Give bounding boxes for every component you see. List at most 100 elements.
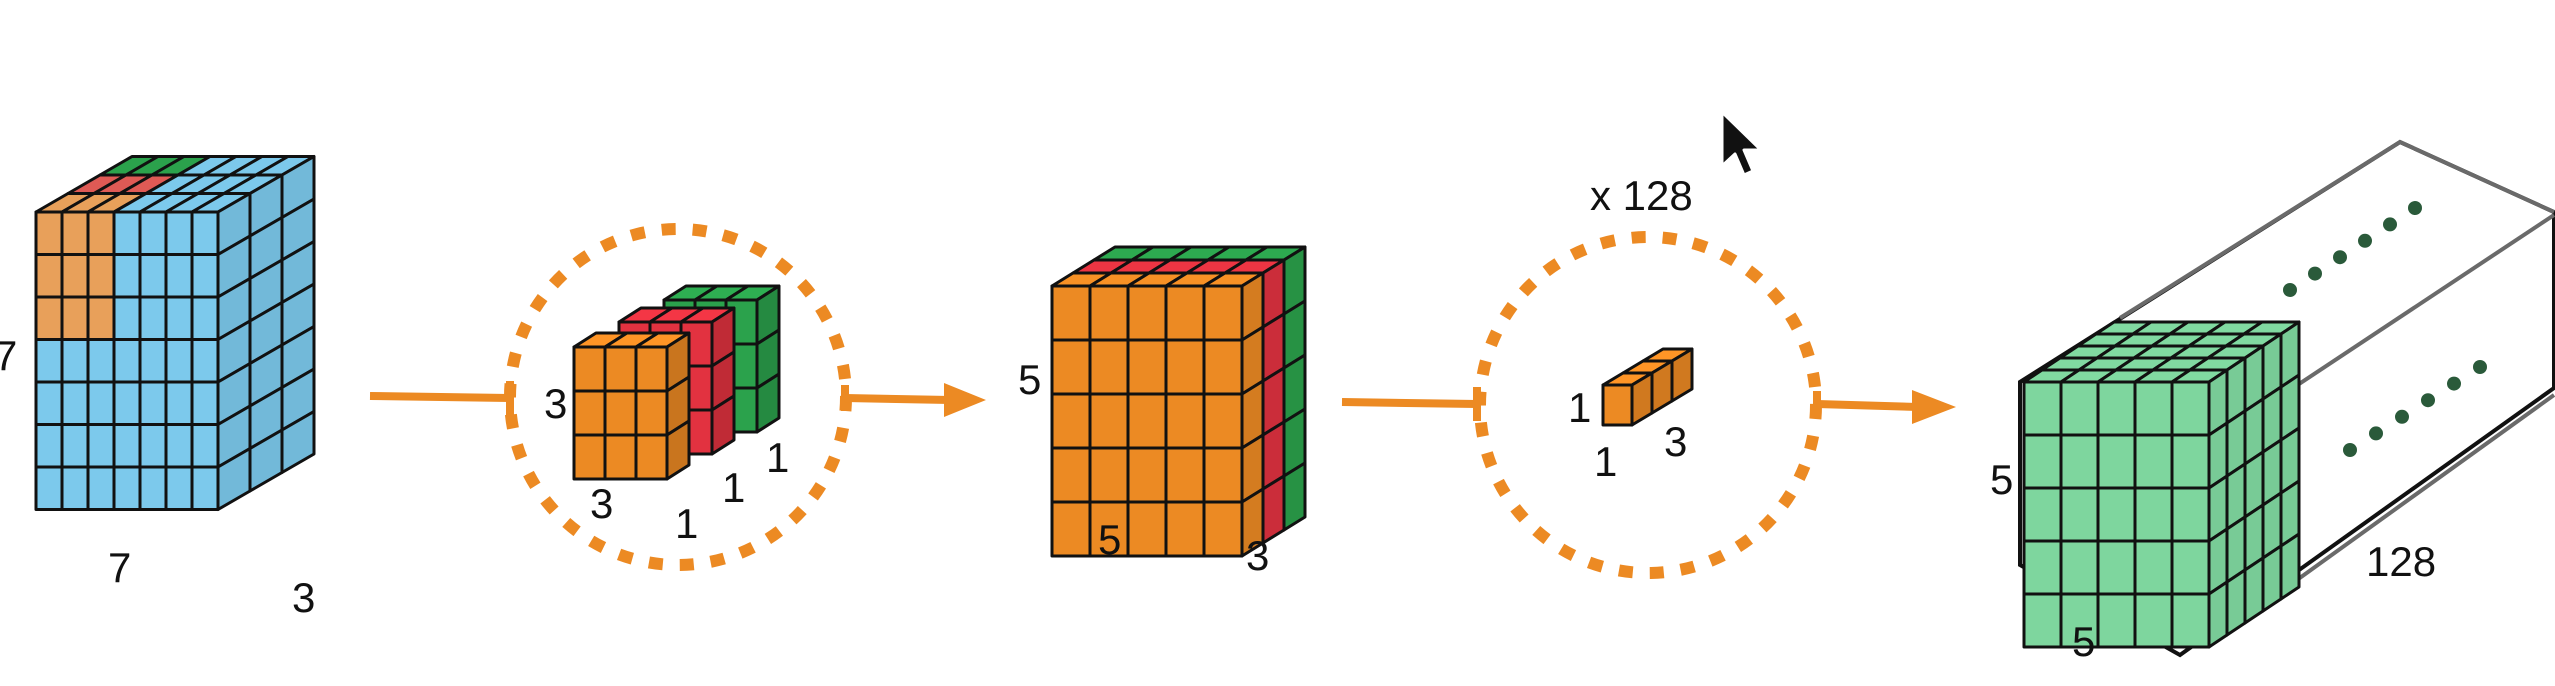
front-face-cell [2170, 592, 2211, 649]
front-face-cell [1164, 446, 1206, 504]
ellipsis-dot [2383, 217, 2397, 232]
pointwise-kernel [1601, 347, 1694, 427]
front-face-cell [1164, 500, 1206, 558]
front-face-cell [2133, 592, 2174, 649]
ellipsis-dot [2343, 443, 2357, 457]
intermediate-volume-5x5x3 [1050, 245, 1307, 558]
side-face-cell [2207, 580, 2229, 649]
front-face-cell [60, 253, 90, 299]
front-face-cell [112, 338, 142, 384]
front-face-cell [34, 380, 64, 426]
front-face-cell [34, 253, 64, 299]
front-face-cell [1126, 338, 1168, 396]
front-face-cell [1202, 338, 1244, 396]
front-face-cell [60, 295, 90, 341]
front-face-cell [190, 380, 220, 426]
front-face-cell [2022, 539, 2063, 596]
front-face-cell [34, 423, 64, 469]
front-face-cell [86, 295, 116, 341]
arrow-right-icon [841, 383, 986, 417]
ellipsis-dot [2283, 283, 2297, 297]
front-face-cell [2170, 380, 2211, 437]
prism-bottom-edge [2288, 393, 2555, 587]
front-face-cell [112, 253, 142, 299]
front-face-cell [2096, 486, 2137, 543]
ellipsis-dot [2369, 426, 2383, 441]
pointwise-kernel-depth-label: 3 [1664, 418, 1687, 465]
pointwise-kernel-height-label: 1 [1568, 384, 1591, 431]
front-face-cell [1164, 392, 1206, 450]
front-face-cell [86, 423, 116, 469]
front-face-cell [2096, 380, 2137, 437]
orange-kernel [572, 331, 691, 481]
front-face-cell [138, 253, 168, 299]
front-face-cell [1088, 446, 1130, 504]
front-face-cell [34, 338, 64, 384]
front-face-cell [1126, 284, 1168, 342]
front-face-cell [34, 210, 64, 256]
front-face-cell [164, 338, 194, 384]
front-face-cell [138, 423, 168, 469]
front-face-cell [86, 338, 116, 384]
front-face-cell [1202, 500, 1244, 558]
front-face-cell [86, 465, 116, 511]
front-face-cell [138, 295, 168, 341]
front-face-cell [60, 210, 90, 256]
front-face-cell [164, 465, 194, 511]
side-face-cell [2243, 556, 2265, 625]
ellipsis-dot [2395, 409, 2409, 424]
front-face-cell [634, 389, 669, 437]
front-face-cell [60, 423, 90, 469]
front-face-cell [2170, 539, 2211, 596]
front-face-cell [2096, 592, 2137, 649]
front-face-cell [572, 389, 607, 437]
front-face-cell [112, 423, 142, 469]
front-face-cell [1088, 338, 1130, 396]
front-face-cell [164, 380, 194, 426]
front-face-cell [138, 465, 168, 511]
front-face-cell [2133, 539, 2174, 596]
side-face-cell [2225, 568, 2247, 637]
front-face-cell [34, 465, 64, 511]
front-face-cell [1202, 284, 1244, 342]
front-face-cell [1050, 392, 1092, 450]
side-face-cell [1282, 461, 1307, 532]
prism-top-edge [2118, 139, 2555, 320]
front-face-cell [572, 433, 607, 481]
front-face-cell [2096, 433, 2137, 490]
front-face-cell [1126, 392, 1168, 450]
front-face-cell [2059, 433, 2100, 490]
mouse-cursor-icon [1720, 110, 1763, 177]
front-face-cell [572, 345, 607, 393]
output-height-label: 5 [1990, 456, 2013, 503]
output-width-label: 5 [2072, 618, 2095, 665]
front-face-cell [164, 253, 194, 299]
front-face-cell [2059, 380, 2100, 437]
front-face-cell [1601, 383, 1634, 427]
front-face-cell [2170, 433, 2211, 490]
side-face-cell [2279, 532, 2301, 601]
front-face-cell [190, 338, 220, 384]
front-face-cell [112, 380, 142, 426]
front-face-cell [164, 295, 194, 341]
front-face-cell [190, 465, 220, 511]
front-face-cell [1050, 446, 1092, 504]
ellipsis-dot [2358, 233, 2372, 248]
output-depth-label: 128 [2366, 538, 2436, 585]
front-face-cell [2133, 380, 2174, 437]
ellipsis-dot [2447, 376, 2461, 391]
intermediate-height-label: 5 [1018, 356, 1041, 403]
ellipsis-dot [2308, 266, 2322, 281]
front-face-cell [190, 295, 220, 341]
front-face-cell [60, 380, 90, 426]
front-face-cell [190, 210, 220, 256]
depthwise-kernels [572, 284, 781, 481]
ellipsis-dot [2421, 393, 2435, 408]
front-face-cell [1050, 284, 1092, 342]
depthwise-kernel-depth-orange-label: 1 [675, 500, 698, 547]
front-face-cell [603, 345, 638, 393]
front-face-cell [190, 253, 220, 299]
pointwise-kernel-width-label: 1 [1594, 438, 1617, 485]
front-face-cell [2022, 380, 2063, 437]
